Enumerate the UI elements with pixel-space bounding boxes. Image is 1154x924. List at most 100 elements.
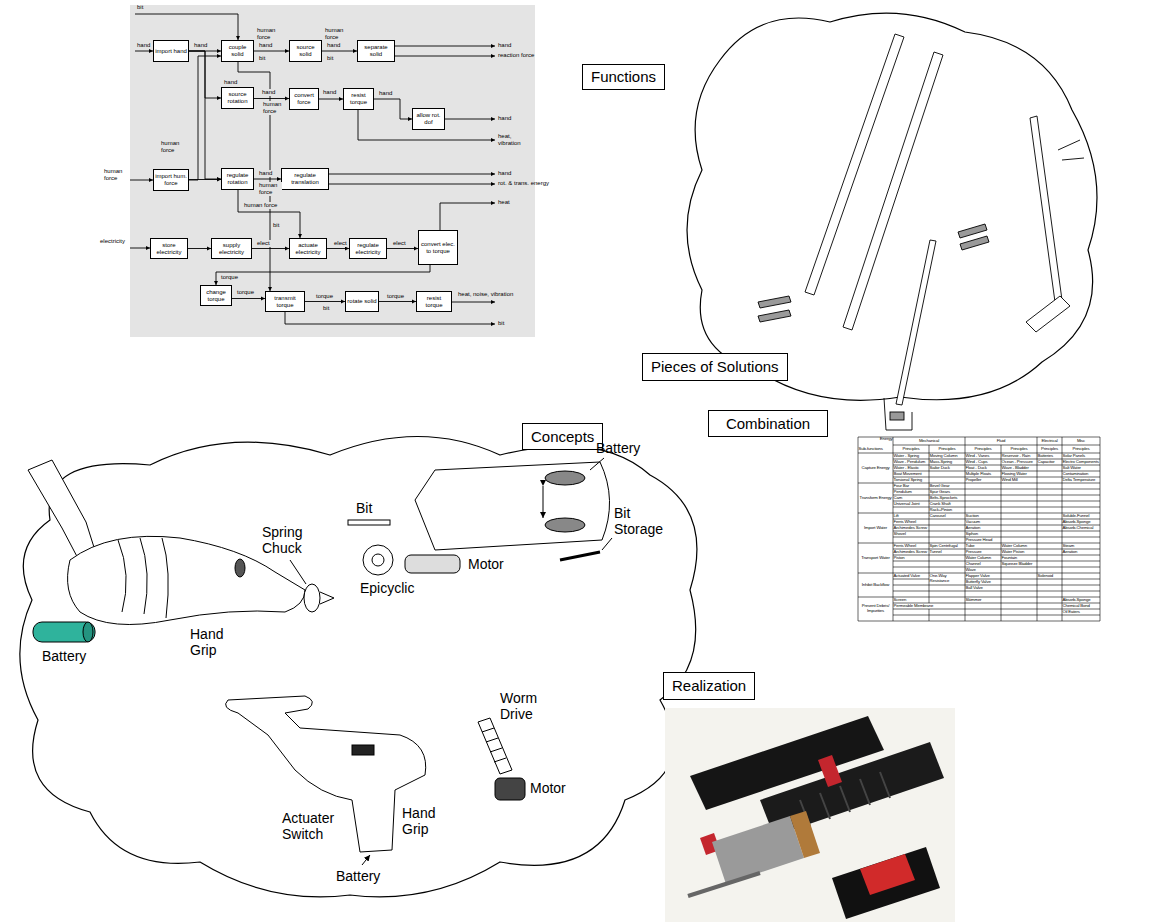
table-cell: Tube — [965, 543, 1001, 549]
bit — [348, 520, 390, 525]
part-label: Motor — [530, 780, 566, 796]
table-row-header: Inhibit Backflow — [858, 573, 893, 597]
table-cell: Solenoid — [1037, 573, 1062, 579]
table-row-header: Capture Energy — [858, 453, 893, 483]
table-cell: Water Piston — [1001, 549, 1037, 555]
part-label: Battery — [336, 868, 380, 884]
box-text: import hum. force — [155, 173, 187, 187]
table-cell: Wave — [965, 567, 1001, 573]
table-cell: Siphon — [965, 531, 1001, 537]
function-box: import hand — [153, 40, 189, 62]
box-text: regulate translation — [283, 172, 327, 186]
switch — [352, 745, 374, 755]
stage-label-box: Realization — [663, 672, 755, 700]
box-text: convert elec. to torque — [420, 241, 456, 255]
table-cell: Chemical Bond — [1062, 603, 1100, 609]
part-label: Hand Grip — [402, 805, 446, 837]
flow-label: human force — [258, 182, 282, 196]
part-label: Battery — [42, 648, 86, 664]
box-text: convert force — [291, 92, 317, 106]
table-cell: Butterfly Valve — [965, 579, 1001, 585]
table-cell: Soluble-Funnel — [1062, 513, 1100, 519]
flow-label: human force — [256, 27, 282, 41]
drill-body — [415, 462, 610, 550]
table-cell: Actuated Valve — [893, 573, 929, 579]
flow-arrow — [322, 51, 357, 52]
flow-arrow — [189, 179, 221, 180]
concept-sketch-2 — [348, 458, 612, 575]
table-grid — [858, 437, 1100, 621]
table-cell: Universal Joint — [893, 501, 929, 507]
table-header: Sub-functions — [858, 445, 893, 453]
function-box: supply electricity — [211, 238, 252, 259]
box-text: allow rot. dof — [414, 112, 443, 126]
flow-arrow — [387, 248, 418, 249]
box-text: resist torque — [418, 295, 450, 309]
fingers — [118, 538, 168, 618]
table-cell: Water Column — [1001, 543, 1037, 549]
table-cell: Absorb-Chemical — [1062, 525, 1100, 531]
table-header: Energy — [858, 437, 893, 445]
flow-label: heat — [498, 199, 510, 206]
double-arrow — [543, 486, 544, 518]
edge-label: elect — [333, 240, 348, 247]
function-box: source rotation — [221, 87, 254, 109]
box-text: store electricity — [152, 242, 186, 256]
function-box: regulate rotation — [221, 168, 254, 190]
table-cell: Sailor Duck — [929, 465, 965, 471]
table-header: Principles — [1037, 445, 1062, 453]
edge-label: elect — [256, 240, 271, 247]
table-header: Mechanical — [893, 437, 965, 445]
box-text: source solid — [291, 44, 320, 58]
flow-label: heat, vibration — [498, 133, 528, 147]
flow-line — [395, 56, 495, 57]
stick — [1030, 116, 1062, 302]
concept-sketch-1 — [28, 460, 334, 642]
flow-arrow — [189, 56, 221, 180]
flow-arrow — [254, 179, 281, 180]
box-text: regulate electricity — [351, 242, 385, 256]
flow-arrow — [379, 301, 416, 302]
flow-line — [130, 180, 153, 181]
part-label: Hand Grip — [190, 626, 234, 658]
table-cell: Cam — [893, 495, 929, 501]
function-box: rotate solid — [345, 291, 379, 312]
table-cell: Vacuum — [965, 519, 1001, 525]
table-cell: Four Bar — [893, 483, 929, 489]
edge-label: torque — [220, 274, 239, 281]
worm-drive — [478, 718, 512, 774]
realization-photo — [665, 708, 955, 922]
table-header: Fluid — [965, 437, 1037, 445]
part-label: Epicyclic — [360, 580, 414, 596]
edge-label: torque — [236, 289, 255, 296]
table-cell: Aeration — [965, 525, 1001, 531]
edge-label: hand — [258, 170, 273, 177]
table-cell: Boat Movement — [893, 471, 929, 477]
table-cell: Absorb-Sponge — [1062, 519, 1100, 525]
table-cell: Squeeze Bladder — [1001, 561, 1037, 567]
box-text: Combination — [726, 415, 810, 433]
table-cell: Wind - Vanes — [965, 453, 1001, 459]
function-box: separate solid — [357, 40, 395, 62]
flow-arrow — [216, 265, 430, 285]
stage-label-box: Functions — [582, 64, 665, 90]
flow-label: hand — [137, 42, 150, 49]
edge-label: bit — [272, 222, 280, 229]
stored-bit — [560, 552, 600, 560]
flow-arrow — [252, 248, 289, 249]
function-panel — [130, 5, 535, 337]
flow-arrow — [305, 301, 345, 302]
flow-label: hand — [498, 170, 511, 177]
flow-label: hand — [498, 42, 511, 49]
leader-line — [590, 458, 612, 550]
table-cell: Fountain — [1001, 555, 1037, 561]
function-box: regulate translation — [281, 168, 329, 190]
photo-ground — [665, 708, 955, 922]
edge-label: hand — [223, 79, 238, 86]
flow-line — [358, 110, 495, 140]
table-cell: Channel — [965, 561, 1001, 567]
flow-label: human force — [324, 27, 350, 41]
flow-line — [329, 174, 495, 175]
flow-arrow — [238, 190, 300, 238]
edge-label: torque — [315, 293, 334, 300]
